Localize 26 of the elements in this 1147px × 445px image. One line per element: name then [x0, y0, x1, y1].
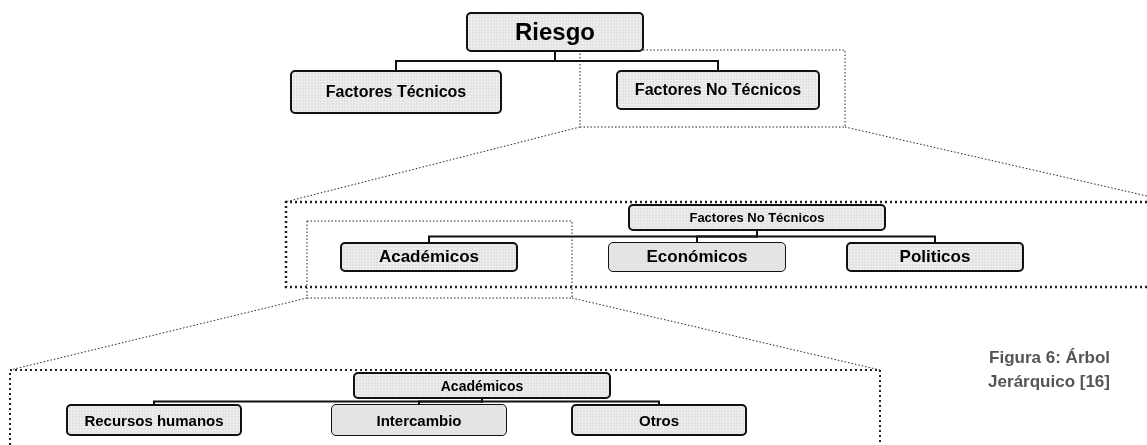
- tree-node-box: [290, 70, 502, 114]
- node-label: Politicos: [899, 247, 971, 267]
- tree-node-box: [608, 242, 786, 272]
- figure-caption: Figura 6: Árbol Jerárquico [16]: [987, 347, 1110, 393]
- tree-node-box: [571, 404, 747, 436]
- tree-node-box: [340, 242, 518, 272]
- node-label: Académicos: [378, 247, 480, 267]
- tree-node-box: [353, 372, 611, 399]
- tree-node-box: [628, 204, 886, 231]
- connector-line: [481, 398, 660, 405]
- node-label: Otros: [639, 411, 679, 429]
- node-label: Factores No Técnicos: [689, 210, 825, 225]
- tree-node-box: [846, 242, 1024, 272]
- connector-line: [418, 398, 483, 405]
- node-label: Intercambio: [376, 411, 462, 429]
- tree-node-box: [66, 404, 242, 436]
- node-label: Económicos: [646, 247, 748, 267]
- tree-node-box: [331, 404, 507, 436]
- tree-node-box: [466, 12, 644, 52]
- node-label: Recursos humanos: [84, 411, 224, 429]
- node-label: Factores No Técnicos: [634, 81, 802, 99]
- tree-node-box: [616, 70, 820, 110]
- node-label: Académicos: [440, 377, 524, 394]
- node-label: Riesgo: [515, 18, 595, 46]
- connector-line: [554, 51, 719, 71]
- node-label: Factores Técnicos: [325, 83, 467, 101]
